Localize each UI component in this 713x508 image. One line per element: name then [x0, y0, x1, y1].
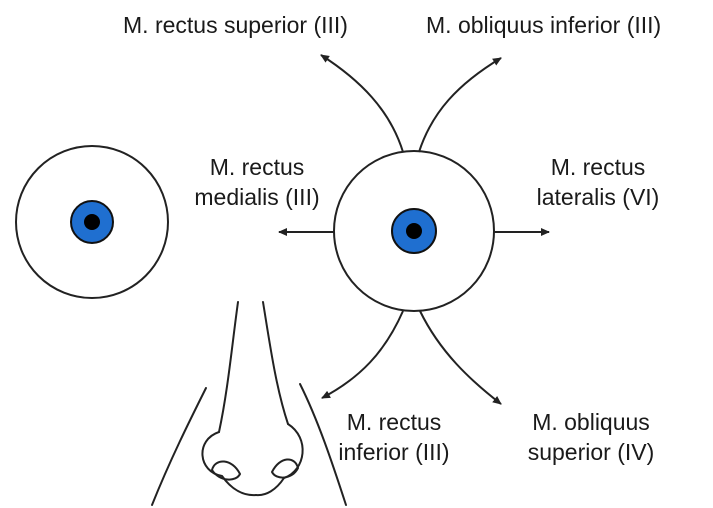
label-rectus-inferior-line1: M. rectus — [320, 407, 468, 437]
nose-right-bridge — [263, 302, 288, 424]
nose-right-nostril — [272, 459, 298, 477]
nose-left-bridge — [219, 302, 238, 432]
label-rectus-inferior: M. rectus inferior (III) — [320, 407, 468, 467]
right-pupil — [406, 223, 422, 239]
label-obliquus-superior-line1: M. obliquus — [506, 407, 676, 437]
label-obliquus-superior-line2: superior (IV) — [506, 437, 676, 467]
nose-outline — [152, 302, 346, 505]
arrow-obliquus-inferior — [419, 58, 501, 152]
label-rectus-medialis-line1: M. rectus — [186, 152, 328, 182]
label-rectus-medialis: M. rectus medialis (III) — [186, 152, 328, 212]
label-rectus-lateralis: M. rectus lateralis (VI) — [518, 152, 678, 212]
label-rectus-inferior-line2: inferior (III) — [320, 437, 468, 467]
label-rectus-lateralis-line2: lateralis (VI) — [518, 182, 678, 212]
nose-right-ala — [256, 424, 303, 495]
label-obliquus-superior: M. obliquus superior (IV) — [506, 407, 676, 467]
arrow-obliquus-superior — [420, 311, 501, 404]
right-eye — [334, 151, 494, 311]
arrow-rectus-superior — [321, 55, 403, 152]
label-obliquus-inferior: M. obliquus inferior (III) — [426, 10, 661, 40]
arrow-rectus-inferior — [322, 311, 403, 398]
label-rectus-medialis-line2: medialis (III) — [186, 182, 328, 212]
label-rectus-superior: M. rectus superior (III) — [123, 10, 348, 40]
label-rectus-lateralis-line1: M. rectus — [518, 152, 678, 182]
left-pupil — [84, 214, 100, 230]
nose-left-nostril — [212, 461, 240, 479]
nose-left-cheek — [152, 388, 206, 505]
left-eye — [16, 146, 168, 298]
